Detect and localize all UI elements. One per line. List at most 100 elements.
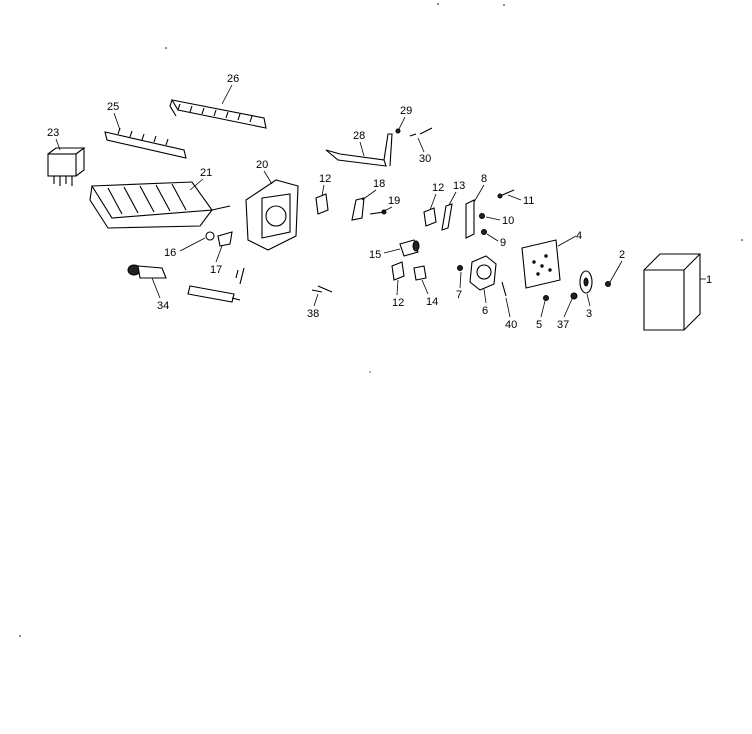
label-18: 18: [373, 178, 385, 190]
part-25-ejector-shaft: [104, 127, 187, 159]
part-12-cam-upper: [315, 193, 329, 215]
part-14-switch: [413, 265, 427, 281]
leader-8: [473, 184, 485, 203]
part-23-solenoid: [47, 147, 86, 186]
leader-18: [361, 189, 377, 201]
part-12-cam-right: [423, 207, 437, 227]
leader-11: [507, 194, 522, 201]
label-16: 16: [164, 247, 176, 259]
leader-25: [113, 112, 121, 131]
label-4: 4: [576, 230, 582, 242]
part-18-lever: [351, 197, 365, 221]
leader-37: [563, 298, 573, 318]
label-9: 9: [500, 237, 506, 249]
part-12-cam-lower: [391, 261, 405, 281]
label-10: 10: [502, 215, 514, 227]
label-5: 5: [536, 319, 542, 331]
label-14: 14: [426, 296, 438, 308]
part-10-washer: [479, 213, 485, 219]
part-7-screw: [457, 265, 463, 271]
label-7: 7: [456, 289, 462, 301]
leader-3: [586, 293, 591, 307]
leader-2: [609, 260, 623, 283]
leader-14: [421, 279, 429, 295]
label-37: 37: [557, 319, 569, 331]
label-19: 19: [388, 195, 400, 207]
part-16-bushing: [205, 231, 215, 241]
leader-15: [383, 248, 401, 254]
label-26: 26: [227, 73, 239, 85]
leader-29: [398, 116, 406, 130]
label-20: 20: [256, 159, 268, 171]
label-1: 1: [706, 274, 712, 286]
part-28-shutoff-arm: [325, 133, 393, 167]
leader-30: [417, 137, 425, 153]
label-8: 8: [481, 173, 487, 185]
part-17-clip: [217, 231, 233, 247]
part-37-screw: [570, 292, 578, 300]
leader-7: [459, 271, 462, 289]
label-12c: 12: [392, 297, 404, 309]
label-12a: 12: [319, 173, 331, 185]
part-40-gasket: [501, 281, 507, 297]
part-21-ice-mold: [89, 181, 231, 229]
part-5-screw: [543, 295, 549, 301]
part-13-actuator: [441, 203, 453, 231]
leader-34: [151, 277, 161, 299]
part-19-screw: [369, 209, 387, 215]
leader-38: [313, 293, 319, 307]
wire-harness: [187, 267, 245, 303]
part-26-stripper-bar: [169, 99, 267, 129]
leader-12a: [321, 184, 325, 197]
leader-10: [485, 216, 501, 221]
part-3-gear: [579, 270, 593, 294]
part-20-housing: [245, 179, 299, 251]
part-6-motor: [469, 255, 497, 291]
part-2-screw: [605, 281, 611, 287]
leader-9: [486, 233, 499, 242]
leader-12c: [396, 279, 399, 296]
part-29-pin: [395, 128, 401, 134]
part-38-wire-clip: [311, 285, 333, 293]
label-11: 11: [523, 195, 534, 207]
part-34-fill-tube: [127, 264, 167, 279]
leader-17: [215, 245, 223, 263]
leader-5: [540, 300, 546, 318]
part-1-cover: [643, 253, 701, 331]
leader-40: [505, 297, 511, 318]
label-40: 40: [505, 319, 517, 331]
part-11-screw: [497, 189, 515, 199]
leader-12b: [429, 193, 437, 211]
leader-6: [483, 288, 487, 304]
leader-19: [381, 206, 393, 213]
leader-26: [221, 84, 233, 105]
leader-13: [448, 191, 457, 206]
part-4-control-plate: [521, 239, 561, 289]
part-9-screw: [481, 229, 487, 235]
leader-20: [263, 170, 273, 185]
label-3: 3: [586, 308, 592, 320]
leader-21: [189, 178, 204, 191]
label-29: 29: [400, 105, 412, 117]
label-23: 23: [47, 127, 59, 139]
label-38: 38: [307, 308, 319, 320]
label-21: 21: [200, 167, 212, 179]
label-13: 13: [453, 180, 465, 192]
label-15: 15: [369, 249, 381, 261]
part-30-spring: [409, 127, 433, 137]
scan-specks: [19, 3, 743, 637]
label-17: 17: [210, 264, 222, 276]
leader-28: [359, 141, 365, 157]
part-15-thermostat: [399, 239, 420, 257]
leader-16: [179, 237, 206, 252]
label-2: 2: [619, 249, 625, 261]
label-30: 30: [419, 153, 431, 165]
part-8-bracket: [465, 199, 475, 239]
label-12b: 12: [432, 182, 444, 194]
label-28: 28: [353, 130, 365, 142]
label-25: 25: [107, 101, 119, 113]
leader-4: [557, 235, 577, 247]
label-34: 34: [157, 300, 169, 312]
label-6: 6: [482, 305, 488, 317]
